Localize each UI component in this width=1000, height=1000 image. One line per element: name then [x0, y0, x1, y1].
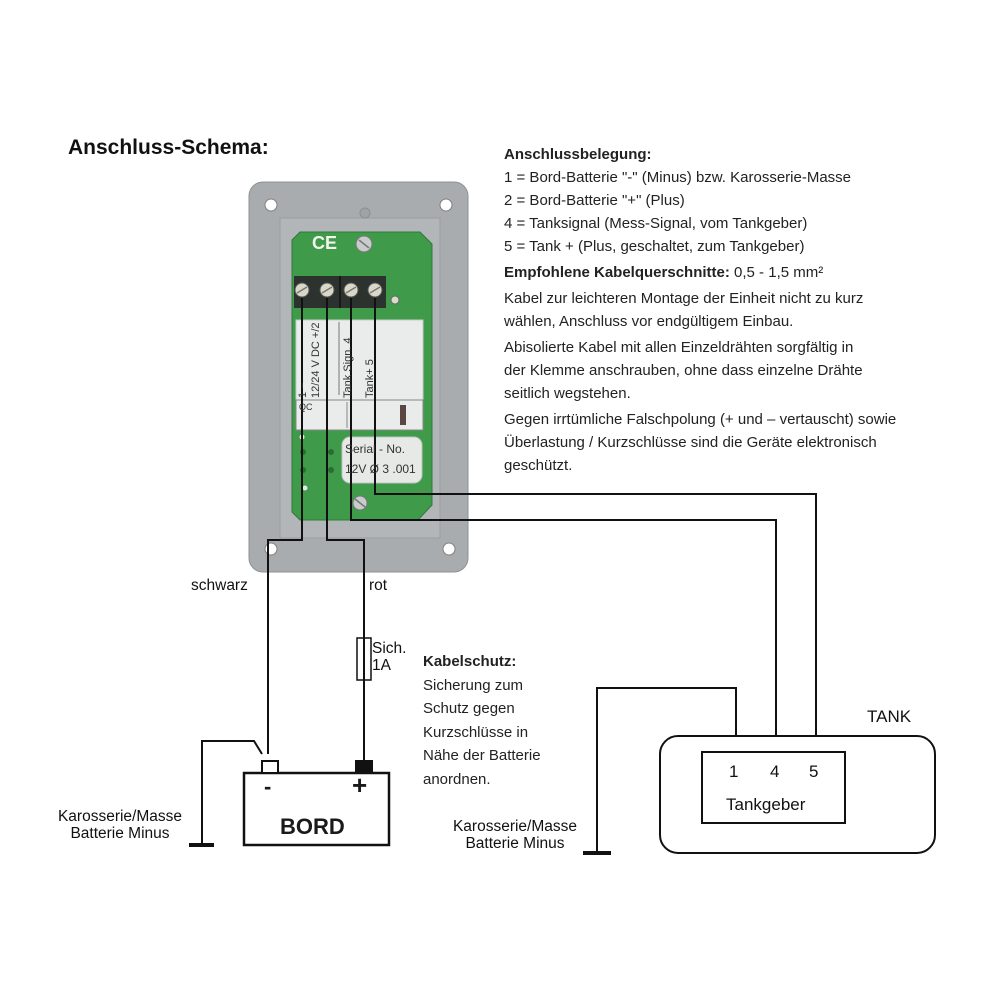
fuse-label-line1: Sich. [372, 640, 407, 657]
wire-label-red: rot [369, 577, 388, 594]
tank-sender-label: Tankgeber [726, 795, 806, 814]
tank-sender-box [701, 751, 846, 824]
note-line: geschützt. [504, 457, 573, 474]
mount-hole-top-right [439, 198, 453, 212]
terminal-label-2: 12/24 V DC +/2 [310, 322, 322, 398]
wire-5-tank-plus [374, 298, 817, 752]
diagram-title: Anschluss-Schema: [68, 136, 269, 159]
mount-hole-bottom-left [264, 542, 278, 556]
tank-ground-wire [596, 687, 737, 853]
mount-hole-top-left [264, 198, 278, 212]
terminal-label-5: Tank+ 5 [364, 359, 376, 398]
battery-label: BORD [280, 814, 345, 839]
note-line: Überlastung / Kurzschlüsse sind die Gerä… [504, 434, 877, 451]
pin-assignment-heading: Anschlussbelegung: [504, 146, 652, 163]
serial-sticker [341, 436, 423, 484]
wire-1-black [267, 298, 303, 754]
fuse-label: Sich. 1A [372, 640, 406, 674]
battery-minus-sign: - [264, 774, 272, 799]
battery-ground-wire [201, 740, 263, 843]
wire-label-black: schwarz [191, 577, 248, 594]
battery [242, 760, 391, 847]
cable-protection-line: Sicherung zum [423, 676, 524, 694]
cable-cross-section-heading: Empfohlene Kabelquerschnitte: [504, 264, 730, 281]
note-line: Kabel zur leichteren Montage der Einheit… [504, 290, 864, 307]
cable-protection-heading: Kabelschutz: [423, 653, 517, 670]
cable-protection-note: Kabelschutz: Sicherung zum Schutz gegen … [423, 650, 541, 791]
battery-plus-terminal [355, 760, 373, 774]
terminal-label-4: Tank Sign. 4 [342, 337, 354, 398]
battery-plus-sign: + [352, 770, 368, 800]
pin-item: 2 = Bord-Batterie "+" (Plus) [504, 192, 685, 209]
tank-ground-label: Karosserie/Masse Batterie Minus [435, 818, 595, 852]
tank-ground-label-line1: Karosserie/Masse [452, 818, 578, 835]
pin-item: 1 = Bord-Batterie "-" (Minus) bzw. Karos… [504, 169, 852, 186]
cable-protection-line: Nähe der Batterie [423, 747, 541, 764]
note-paragraph: Gegen irrtümliche Falschpolung (+ und – … [504, 408, 974, 477]
note-line: Abisolierte Kabel mit allen Einzeldrähte… [504, 339, 854, 356]
terminal-label-sticker [295, 319, 424, 401]
battery-ground-label: Karosserie/Masse Batterie Minus [40, 808, 200, 842]
tank-pin-4: 4 [770, 762, 780, 781]
note-paragraph: Abisolierte Kabel mit allen Einzeldrähte… [504, 336, 974, 405]
tank-label: TANK [867, 707, 912, 726]
cable-protection-line: Kurzschlüsse in [423, 723, 529, 741]
serial-value: 12V Ø 3 .001 [345, 462, 416, 476]
pin-item: 5 = Tank + (Plus, geschaltet, zum Tankge… [504, 238, 805, 255]
pin-assignment-block: Anschlussbelegung: 1 = Bord-Batterie "-"… [504, 143, 974, 477]
note-line: wählen, Anschluss vor endgültigem Einbau… [504, 313, 794, 330]
mount-hole-bottom-right [442, 542, 456, 556]
serial-label: Serial - No. [345, 442, 406, 456]
tank-pin-1: 1 [729, 762, 739, 781]
ce-mark: CE [312, 233, 338, 253]
wire-4-tank-signal [350, 298, 777, 752]
tank-ground-label-line2: Batterie Minus [465, 835, 565, 852]
cable-cross-section: Empfohlene Kabelquerschnitte: 0,5 - 1,5 … [504, 261, 974, 284]
cable-cross-section-value: 0,5 - 1,5 mm² [729, 264, 824, 281]
note-paragraph: Kabel zur leichteren Montage der Einheit… [504, 287, 974, 333]
note-line: seitlich wegstehen. [504, 385, 631, 402]
battery-ground-label-line1: Karosserie/Masse [57, 808, 183, 825]
battery-minus-terminal [261, 760, 279, 774]
note-line: Gegen irrtümliche Falschpolung (+ und – … [504, 411, 897, 428]
cable-protection-line: anordnen. [423, 770, 491, 788]
pin-item: 4 = Tanksignal (Mess-Signal, vom Tankgeb… [504, 215, 808, 232]
note-line: der Klemme anschrauben, ohne dass einzel… [504, 362, 863, 379]
qc-label: QC [299, 402, 313, 412]
cable-protection-line: Schutz gegen [423, 700, 515, 717]
terminal-label-1: 1 − [297, 382, 309, 398]
fuse-label-line2: 1A [372, 657, 391, 674]
battery-ground-label-line2: Batterie Minus [70, 825, 170, 842]
tank-pin-5: 5 [809, 762, 819, 781]
